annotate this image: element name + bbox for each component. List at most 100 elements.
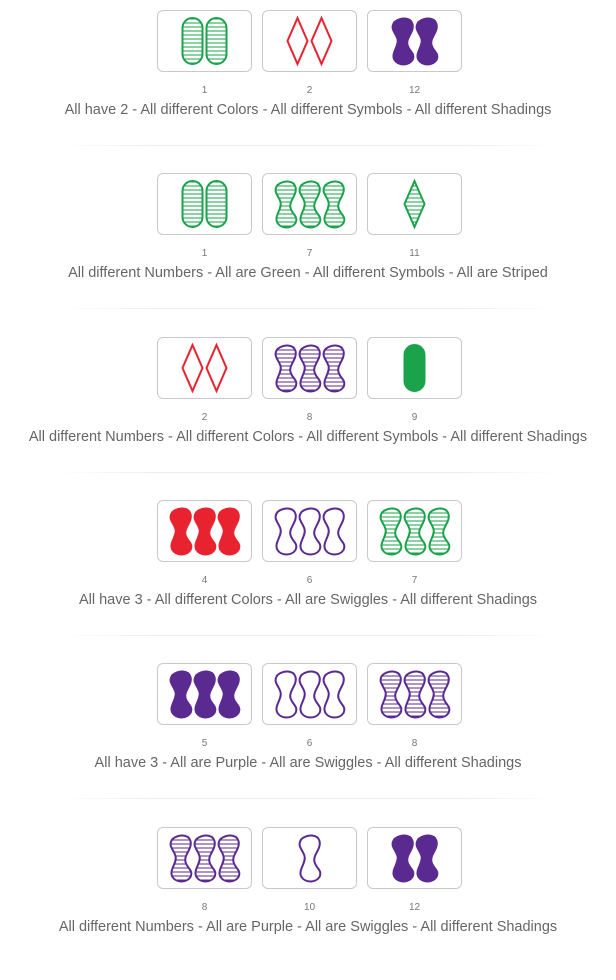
squiggle-symbols-icon: [379, 670, 451, 719]
squiggle-icon: [169, 834, 193, 882]
divider: [58, 798, 558, 800]
oval-symbols-icon: [181, 180, 228, 229]
divider: [58, 308, 558, 310]
squiggle-symbols-icon: [391, 17, 439, 66]
squiggle-icon: [379, 507, 403, 556]
oval-symbols-icon: [181, 16, 228, 66]
card-number-label: 1: [201, 85, 208, 96]
squiggle-icon: [403, 507, 427, 556]
squiggle-icon: [169, 670, 193, 719]
oval-symbols-icon: [403, 343, 426, 392]
diamond-icon: [205, 342, 228, 394]
squiggle-icon: [298, 670, 322, 719]
squiggle-icon: [274, 670, 298, 719]
set-card: [262, 10, 357, 72]
squiggle-icon: [403, 670, 427, 719]
set-caption: All have 2 - All different Colors - All …: [64, 102, 552, 118]
set-caption: All have 3 - All are Purple - All are Sw…: [94, 755, 522, 772]
squiggle-icon: [274, 344, 298, 393]
diamond-icon: [286, 15, 309, 67]
squiggle-icon: [274, 507, 298, 556]
squiggle-icon: [193, 834, 217, 882]
divider: [58, 471, 558, 473]
set-card: [262, 826, 357, 889]
squiggle-icon: [391, 17, 415, 66]
card-number-label: 9: [411, 411, 418, 423]
squiggle-icon: [193, 670, 217, 719]
cards-row: [157, 336, 462, 399]
squiggle-icon: [169, 507, 193, 556]
set-card: [157, 663, 252, 726]
cards-row: [157, 173, 462, 236]
squiggle-icon: [298, 344, 322, 393]
squiggle-icon: [298, 507, 322, 556]
squiggle-symbols-icon: [274, 670, 346, 719]
squiggle-symbols-icon: [298, 834, 322, 882]
set-caption: All different Numbers - All are Purple -…: [58, 918, 558, 935]
squiggle-icon: [217, 834, 241, 882]
cards-row: [157, 499, 462, 562]
squiggle-symbols-icon: [274, 344, 346, 393]
diamond-icon: [181, 342, 204, 394]
card-number-label: 4: [201, 574, 208, 586]
squiggle-icon: [298, 180, 322, 229]
diamond-symbols-icon: [181, 342, 228, 394]
squiggle-icon: [391, 834, 415, 882]
squiggle-icon: [217, 507, 241, 556]
oval-icon: [181, 16, 204, 66]
squiggle-icon: [322, 344, 346, 393]
squiggle-icon: [193, 507, 217, 556]
set-card: [367, 336, 462, 399]
squiggle-icon: [298, 834, 322, 882]
diamond-icon: [403, 178, 426, 230]
card-number-label: 2: [306, 85, 313, 96]
set-card: [157, 10, 252, 72]
card-number-label: 6: [306, 738, 313, 750]
card-number-label: 12: [408, 85, 421, 96]
set-caption: All different Numbers - All are Green - …: [68, 265, 548, 282]
set-card: [157, 499, 252, 562]
card-number-label: 1: [201, 248, 208, 260]
cards-row: [157, 10, 462, 72]
oval-icon: [205, 16, 228, 66]
set-card: [262, 336, 357, 399]
set-caption: All different Numbers - All different Co…: [28, 428, 588, 445]
card-number-label: 8: [201, 901, 208, 913]
card-number-label: 6: [306, 574, 313, 586]
squiggle-symbols-icon: [274, 507, 346, 556]
card-number-label: 11: [409, 248, 420, 260]
squiggle-icon: [217, 670, 241, 719]
oval-icon: [181, 180, 204, 229]
squiggle-icon: [415, 17, 439, 66]
diamond-symbols-icon: [403, 178, 426, 230]
card-number-label: 12: [408, 901, 421, 913]
set-caption: All have 3 - All different Colors - All …: [78, 591, 538, 608]
set-card: [262, 499, 357, 562]
card-number-label: 7: [306, 248, 313, 260]
squiggle-symbols-icon: [274, 180, 346, 229]
set-card: [157, 173, 252, 236]
squiggle-icon: [322, 507, 346, 556]
oval-icon: [403, 343, 426, 392]
squiggle-symbols-icon: [379, 507, 451, 556]
squiggle-icon: [322, 180, 346, 229]
set-card: [367, 826, 462, 889]
cards-row: [157, 826, 462, 889]
squiggle-symbols-icon: [169, 670, 241, 719]
squiggle-icon: [427, 507, 451, 556]
squiggle-icon: [274, 180, 298, 229]
set-card: [157, 826, 252, 889]
set-card: [262, 173, 357, 236]
squiggle-icon: [379, 670, 403, 719]
card-number-label: 10: [303, 901, 316, 913]
card-number-label: 8: [306, 411, 313, 423]
set-card: [367, 10, 462, 72]
cards-row: [157, 663, 462, 726]
card-number-label: 5: [201, 738, 208, 750]
